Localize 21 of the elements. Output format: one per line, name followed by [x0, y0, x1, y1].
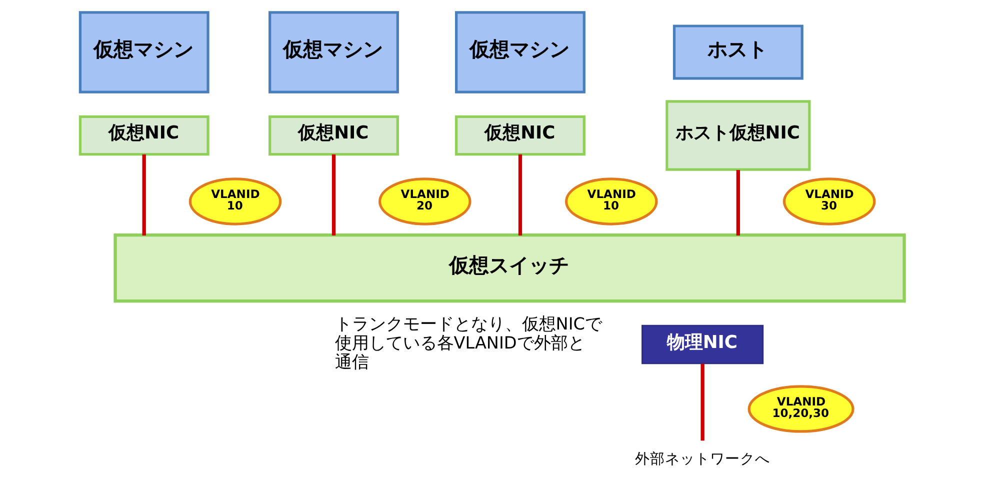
node-text: 外部ネットワークへ — [634, 450, 770, 468]
connector — [142, 154, 146, 236]
connector — [700, 364, 704, 441]
node-ellipse: VLANID 20 — [378, 178, 472, 226]
node-box: 物理NIC — [642, 324, 764, 364]
connector — [736, 170, 740, 236]
node-box: 仮想マシン — [268, 11, 399, 94]
node-box: 仮想NIC — [268, 115, 399, 156]
node-box: 仮想NIC — [455, 115, 586, 156]
connector — [332, 154, 336, 236]
node-box: 仮想マシン — [78, 11, 210, 94]
node-box: ホスト — [672, 24, 804, 80]
node-ellipse: VLANID 10 — [188, 178, 282, 226]
node-box: 仮想NIC — [78, 115, 210, 156]
node-box: ホスト仮想NIC — [666, 100, 811, 171]
node-ellipse: VLANID 10,20,30 — [748, 385, 854, 433]
node-box: 仮想マシン — [455, 11, 586, 94]
node-ellipse: VLANID 10 — [565, 178, 658, 226]
label: トランクモードとなり、仮想NICで使用している各VLANIDで外部と通信 — [334, 314, 602, 372]
node-ellipse: VLANID 30 — [782, 178, 876, 226]
connector — [518, 154, 522, 236]
